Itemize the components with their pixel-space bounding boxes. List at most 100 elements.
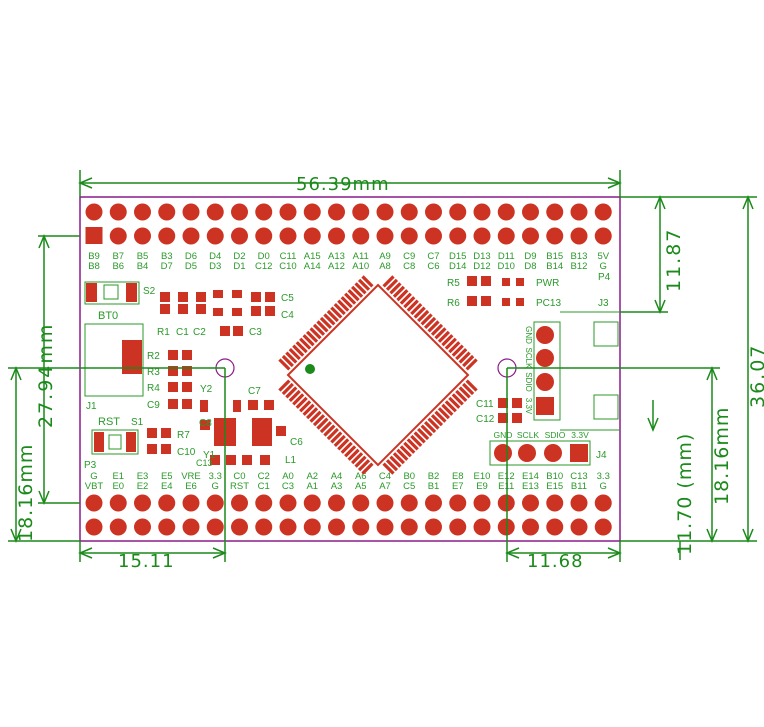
mcu-pin	[333, 434, 346, 447]
mcu-pin	[326, 427, 339, 441]
label-r2: R2	[147, 351, 160, 362]
bottom-pad	[400, 518, 418, 536]
pin1-marker	[305, 364, 315, 374]
mcu-pins	[278, 275, 478, 475]
bottom-pad	[376, 518, 394, 536]
mcu-pin	[306, 407, 319, 420]
bottom-pin-label: C0	[233, 471, 245, 482]
bottom-pad	[522, 494, 539, 512]
top-pin-label: A10	[352, 261, 369, 272]
mcu-pin	[441, 334, 454, 347]
bottom-pad	[570, 518, 588, 536]
top-pin-label: B3	[161, 251, 173, 262]
label-p3: P3	[84, 460, 97, 471]
top-pin-label: D8	[524, 261, 536, 272]
mcu-pin	[312, 414, 326, 427]
label-pwr: PWR	[536, 278, 559, 289]
cap-row-1	[160, 290, 275, 336]
bottom-pad	[206, 518, 224, 536]
top-pad	[182, 227, 200, 245]
mcu-pin	[292, 344, 305, 357]
bottom-pin-label: E15	[546, 481, 563, 492]
top-pad	[449, 227, 467, 245]
bottom-pad	[449, 518, 467, 536]
dim-hole-height-right: 18.16mm	[711, 407, 733, 505]
mcu-pin	[392, 285, 405, 298]
j1-pad-1	[122, 340, 142, 374]
mcu-pin	[399, 445, 412, 458]
top-pin-label: B4	[137, 261, 149, 272]
j3-connector	[533, 311, 620, 431]
label-c4: C4	[281, 310, 294, 321]
label-c6: C6	[290, 437, 303, 448]
c11-c12	[498, 398, 522, 423]
label-j3: J3	[598, 298, 609, 309]
mcu-pin	[451, 393, 464, 406]
mcu-pin	[413, 306, 426, 319]
bottom-header-pads	[85, 494, 612, 536]
bottom-pad	[134, 518, 151, 536]
top-pin-label: D0	[258, 251, 270, 262]
mcu-pin	[451, 344, 464, 357]
bottom-pad	[594, 494, 612, 512]
top-pad	[158, 227, 176, 245]
label-rst: RST	[98, 416, 120, 428]
bottom-pin-label: G	[212, 481, 219, 492]
mcu-pin	[323, 313, 336, 326]
bottom-pin-label: C1	[258, 481, 270, 492]
j3-pin-label: 3.3V	[524, 398, 533, 415]
top-pin-label: C10	[279, 261, 296, 272]
label-y1: Y1	[203, 450, 216, 461]
mcu-pin	[462, 354, 475, 368]
bottom-pin-label: A7	[379, 481, 391, 492]
top-pin-label: D12	[473, 261, 490, 272]
mcu-pin	[285, 386, 298, 399]
top-pin-label: A14	[304, 261, 321, 272]
mcu-pin	[357, 459, 371, 472]
mcu-pin	[410, 434, 423, 447]
dim-hole-x-left: 15.11	[118, 551, 175, 572]
bottom-pin-label: E2	[137, 481, 149, 492]
top-pin-label: D7	[161, 261, 173, 272]
bottom-pin-label: E4	[161, 481, 173, 492]
dim-width-total: 56.39mm	[296, 174, 390, 195]
top-pin-label: B5	[137, 251, 149, 262]
bottom-pad	[546, 518, 564, 536]
label-r7: R7	[177, 430, 190, 441]
mcu-pin	[423, 420, 437, 434]
mcu-pin	[392, 452, 405, 465]
switch-s1	[91, 429, 139, 455]
bottom-pad	[425, 494, 442, 512]
mcu-pin	[344, 292, 357, 305]
top-pad	[158, 203, 176, 221]
mcu-pin	[458, 351, 471, 364]
label-y2: Y2	[200, 384, 213, 395]
bottom-pin-label: E9	[476, 481, 488, 492]
mcu-pin	[285, 351, 298, 364]
bottom-pad	[182, 494, 200, 512]
mcu-pin	[302, 334, 315, 347]
mcu-pin	[278, 379, 291, 392]
top-pin-label: A8	[379, 261, 391, 272]
mcu-pin	[410, 303, 423, 316]
dim-height-total: 36.07	[747, 344, 764, 408]
label-r1: R1	[157, 327, 170, 338]
top-pin-label: D2	[233, 251, 245, 262]
mcu-pin	[278, 358, 291, 371]
mcu-pin	[354, 282, 367, 295]
dim-left-height: 27.94mm	[35, 323, 57, 428]
label-r3: R3	[147, 367, 160, 378]
bottom-pad	[546, 494, 564, 512]
label-c12: C12	[476, 414, 495, 425]
label-c3: C3	[249, 327, 262, 338]
bottom-pin-label: E6	[185, 481, 197, 492]
label-c1: C1	[176, 327, 189, 338]
label-p4: P4	[598, 272, 611, 283]
label-c2: C2	[193, 327, 206, 338]
mcu-pin	[389, 455, 402, 468]
top-pad	[400, 203, 418, 221]
top-pad	[303, 227, 321, 245]
bottom-pin-label: E14	[522, 471, 539, 482]
mcu-pin	[295, 341, 308, 354]
